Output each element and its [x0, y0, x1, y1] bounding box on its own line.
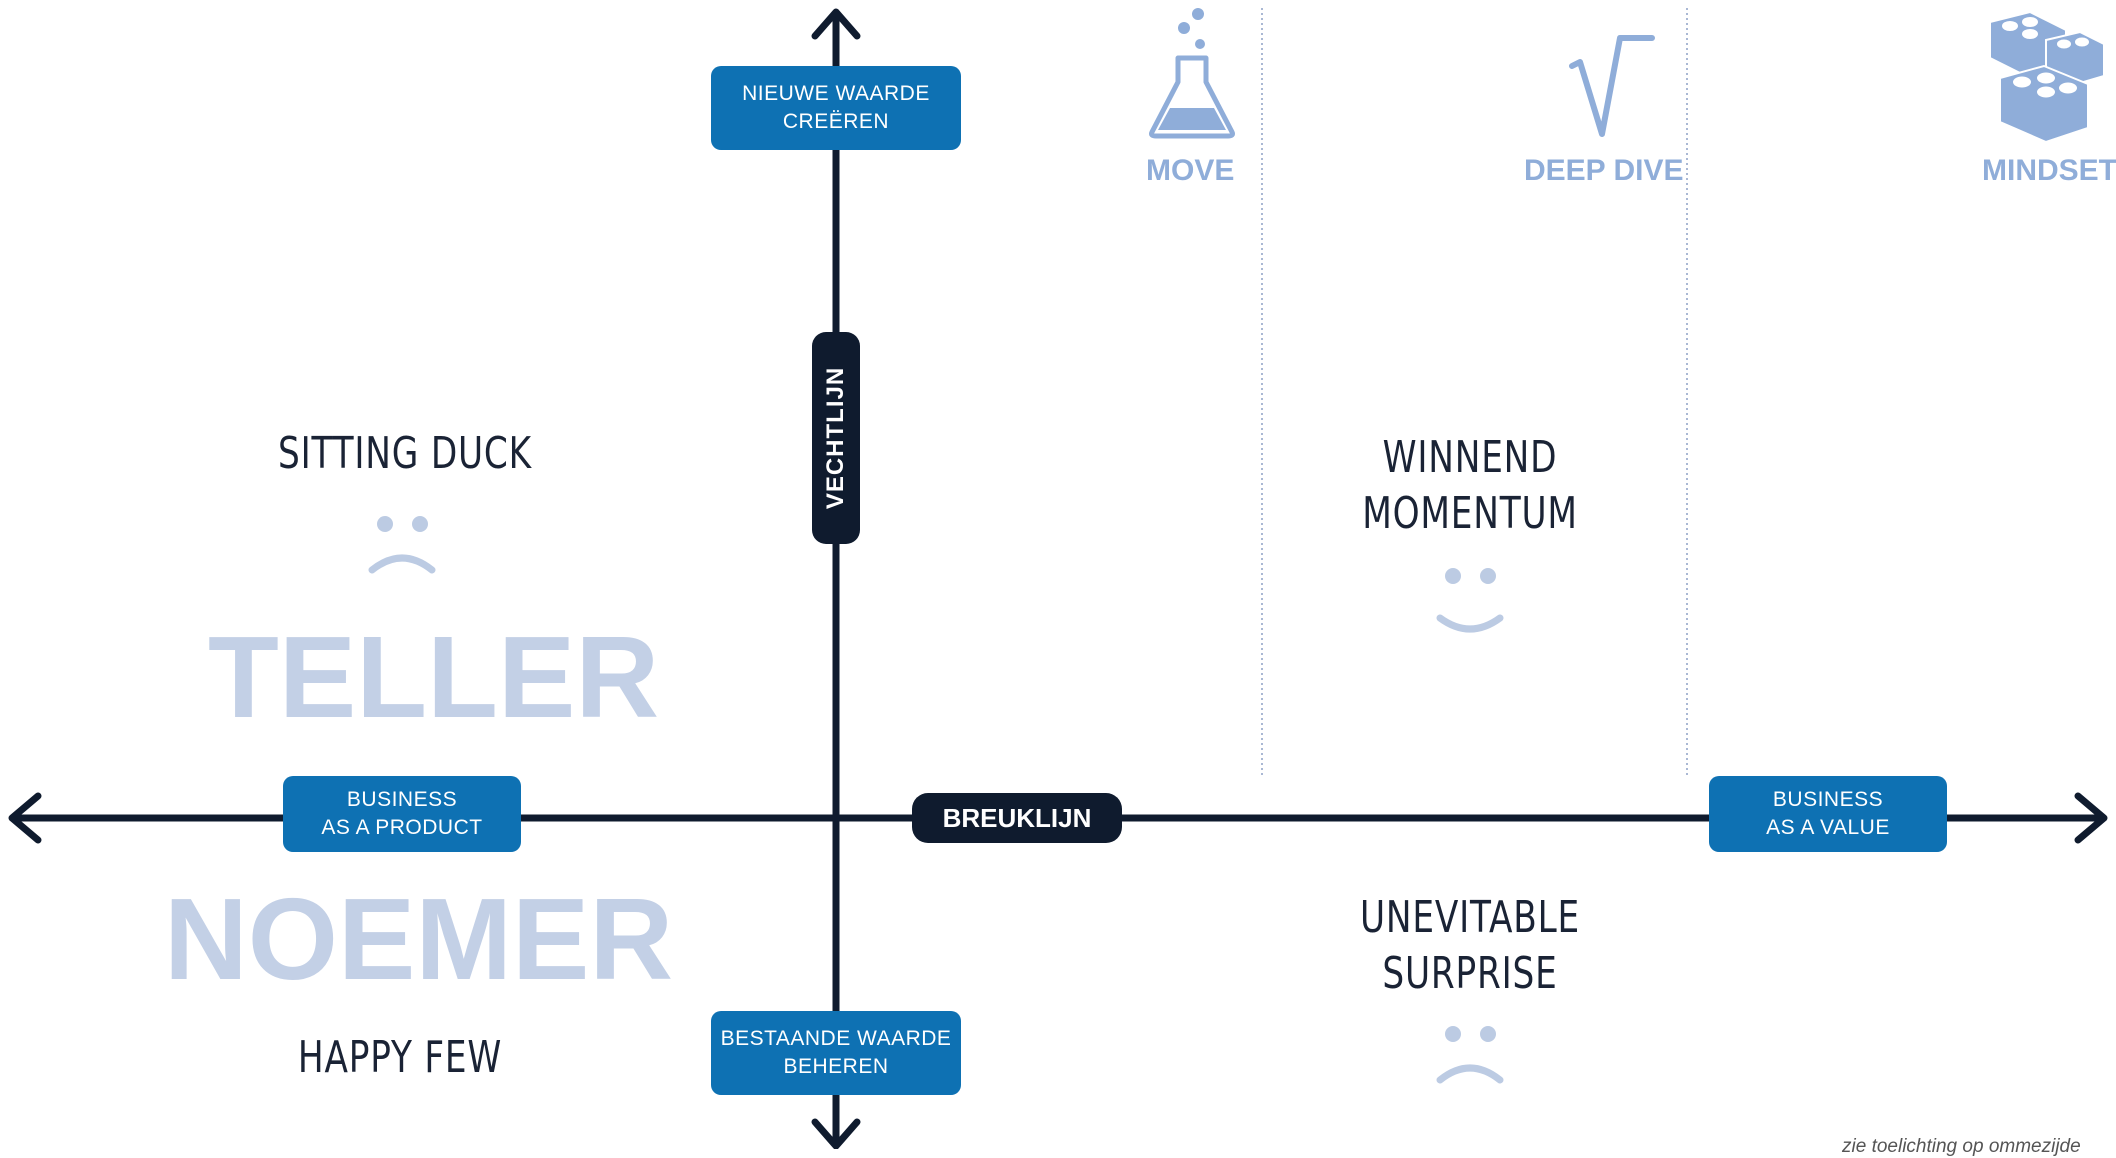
category-deep-dive: DEEP DIVE — [1524, 154, 1684, 187]
arrow-left-icon — [8, 792, 42, 844]
category-mindset: MINDSET — [1982, 154, 2116, 187]
sad-face-icon — [368, 516, 436, 574]
vertical-line-label: VECHTLIJN — [812, 332, 860, 544]
quadrant-bottom-left-label: HAPPY FEW — [297, 1032, 503, 1083]
denominator-label: NOEMER — [164, 874, 674, 1004]
arrow-right-icon — [2074, 792, 2108, 844]
lego-bricks-icon — [1989, 10, 2105, 144]
footnote: zie toelichting op ommezijde — [1842, 1136, 2081, 1157]
square-root-icon — [1569, 35, 1655, 137]
numerator-label: TELLER — [208, 612, 660, 742]
category-move: MOVE — [1146, 154, 1235, 187]
arrow-up-icon — [811, 8, 861, 40]
bottom-axis-label: BESTAANDE WAARDE BEHEREN — [711, 1011, 961, 1095]
flask-icon — [1149, 8, 1235, 139]
left-axis-label: BUSINESS AS A PRODUCT — [283, 776, 521, 852]
quadrant-top-left-label: SITTING DUCK — [278, 428, 532, 479]
quadrant-bottom-right-label: UNEVITABLE SURPRISE — [1359, 892, 1581, 999]
horizontal-line-label: BREUKLIJN — [912, 793, 1122, 843]
sad-face-icon — [1436, 1026, 1504, 1084]
quadrant-top-right-label: WINNEND MOMENTUM — [1362, 432, 1578, 539]
top-axis-label: NIEUWE WAARDE CREËREN — [711, 66, 961, 150]
happy-face-icon — [1436, 568, 1504, 633]
arrow-down-icon — [811, 1118, 861, 1149]
right-axis-label: BUSINESS AS A VALUE — [1709, 776, 1947, 852]
